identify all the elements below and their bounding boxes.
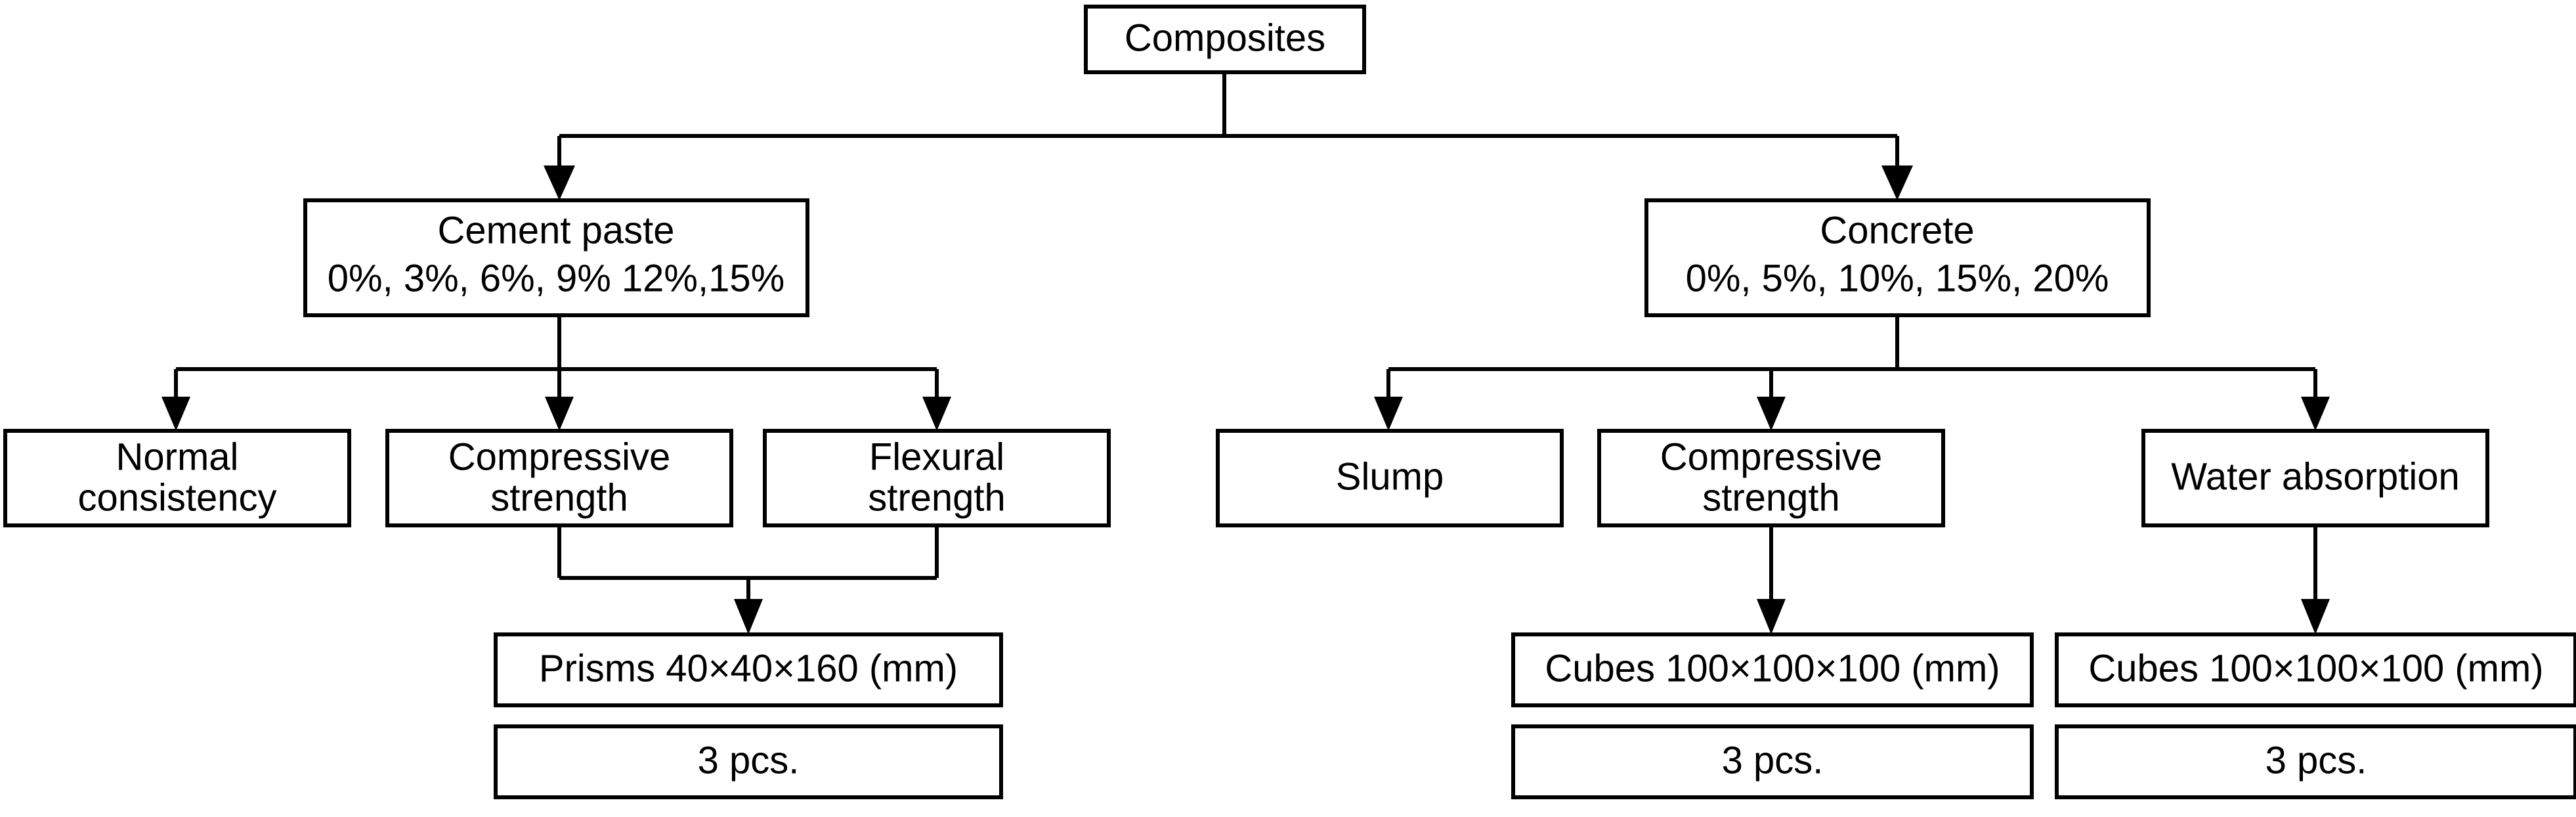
arrow-head-prisms [734,599,763,634]
connector-layer [161,72,2330,634]
node-normal-consistency-label-line2: consistency [77,476,276,519]
node-concrete-compressive-strength-label-line2: strength [1702,476,1840,519]
node-normal-consistency[interactable]: Normal consistency [3,429,351,527]
arrow-head-normal-consistency [161,397,190,431]
node-cubes-count-compressive-box[interactable] [1511,724,2034,799]
arrow-head-water-absorption [2301,397,2330,431]
node-cubes-count-absorption-box[interactable] [2055,724,2576,799]
node-cubes-count-compressive[interactable]: 3 pcs. [1511,724,2034,799]
node-concrete-box[interactable] [1644,198,2151,317]
node-cement-compressive-strength-box[interactable] [385,429,733,527]
node-cubes-count-absorption[interactable]: 3 pcs. [2055,724,2576,799]
node-slump[interactable]: Slump [1216,429,1564,527]
node-normal-consistency-label-line1: Normal [116,435,239,478]
node-flexural-strength[interactable]: Flexural strength [763,429,1111,527]
arrow-head-cubes-compressive [1757,599,1786,634]
node-normal-consistency-box[interactable] [3,429,351,527]
arrow-head-cubes-absorption [2301,599,2330,634]
node-concrete-compressive-strength[interactable]: Compressive strength [1597,429,1945,527]
node-cubes-specimen-compressive-box[interactable] [1511,632,2034,707]
arrow-head-slump [1374,397,1403,431]
node-prisms-specimen-label: Prisms 40×40×160 (mm) [539,647,958,690]
node-water-absorption-label: Water absorption [2171,455,2460,498]
node-cement-paste-label-line1: Cement paste [437,209,674,252]
node-prisms-specimen[interactable]: Prisms 40×40×160 (mm) [494,632,1003,707]
node-concrete[interactable]: Concrete 0%, 5%, 10%, 15%, 20% [1644,198,2151,317]
node-concrete-label-line1: Concrete [1820,209,1974,252]
arrow-head-cement-compressive [545,397,574,431]
node-cement-paste[interactable]: Cement paste 0%, 3%, 6%, 9% 12%,15% [303,198,809,317]
node-cement-paste-label-line2: 0%, 3%, 6%, 9% 12%,15% [328,257,784,299]
node-cubes-specimen-absorption-box[interactable] [2055,632,2576,707]
arrow-head-concrete-compressive [1757,397,1786,431]
arrow-head-cement-paste [544,166,575,200]
node-concrete-label-line2: 0%, 5%, 10%, 15%, 20% [1686,257,2109,299]
node-cement-compressive-strength[interactable]: Compressive strength [385,429,733,527]
node-composites[interactable]: Composites [1084,5,1366,74]
node-composites-label: Composites [1125,16,1325,59]
node-cubes-specimen-compressive[interactable]: Cubes 100×100×100 (mm) [1511,632,2034,707]
node-cubes-specimen-absorption[interactable]: Cubes 100×100×100 (mm) [2055,632,2576,707]
node-cubes-count-absorption-label: 3 pcs. [2265,739,2367,782]
node-cement-compressive-strength-label-line2: strength [490,476,628,519]
node-flexural-strength-label-line2: strength [868,476,1006,519]
node-cement-paste-box[interactable] [303,198,809,317]
node-prisms-specimen-box[interactable] [494,632,1003,707]
node-prisms-count-label: 3 pcs. [698,739,800,782]
node-cubes-specimen-compressive-label: Cubes 100×100×100 (mm) [1545,647,2000,690]
node-prisms-count[interactable]: 3 pcs. [494,724,1003,799]
node-water-absorption-box[interactable] [2141,429,2489,527]
node-cubes-count-compressive-label: 3 pcs. [1722,739,1824,782]
node-slump-box[interactable] [1216,429,1564,527]
arrow-head-flexural [922,397,951,431]
node-concrete-compressive-strength-label-line1: Compressive [1660,435,1882,478]
node-slump-label: Slump [1336,455,1444,498]
node-prisms-count-box[interactable] [494,724,1003,799]
node-cubes-specimen-absorption-label: Cubes 100×100×100 (mm) [2088,647,2543,690]
node-cement-compressive-strength-label-line1: Compressive [448,435,670,478]
node-composites-box[interactable] [1084,5,1366,74]
node-flexural-strength-box[interactable] [763,429,1111,527]
node-flexural-strength-label-line1: Flexural [869,435,1004,478]
arrow-head-concrete [1881,166,1913,200]
node-concrete-compressive-strength-box[interactable] [1597,429,1945,527]
node-water-absorption[interactable]: Water absorption [2141,429,2489,527]
